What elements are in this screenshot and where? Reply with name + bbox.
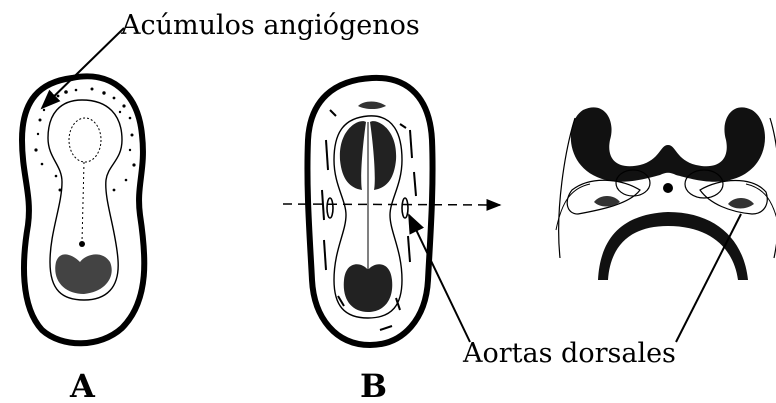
angiogenic-clusters-a bbox=[34, 88, 135, 192]
label-panel-b: B bbox=[360, 367, 387, 403]
embryo-b bbox=[307, 78, 432, 345]
section-plane-arrow bbox=[283, 204, 500, 205]
embryo-b-head-fill-right bbox=[370, 121, 396, 190]
cross-section-lateral-right bbox=[746, 184, 776, 232]
embryo-a-notochord bbox=[82, 162, 84, 242]
embryo-a bbox=[22, 76, 144, 343]
embryo-a-caudal-stipple bbox=[55, 254, 111, 294]
leader-acumulos bbox=[42, 28, 124, 108]
cross-section-dorsal-aorta-right bbox=[728, 198, 754, 209]
leader-aortas-b bbox=[409, 215, 470, 342]
cross-section-neural-fold bbox=[571, 107, 765, 181]
embryo-b-head-fill bbox=[340, 121, 366, 190]
embryo-a-head-region bbox=[69, 118, 101, 162]
label-acumulos-angiogenos: Acúmulos angiógenos bbox=[120, 10, 420, 41]
cross-section-notochord bbox=[663, 183, 673, 193]
embryo-a-outer-wall bbox=[22, 76, 144, 343]
embryo-b-dorsal-aorta-left bbox=[327, 198, 333, 218]
embryo-b-top-cluster bbox=[358, 102, 386, 110]
label-aortas-dorsales: Aortas dorsales bbox=[462, 338, 676, 369]
cross-section bbox=[556, 107, 776, 280]
label-panel-a: A bbox=[69, 367, 96, 403]
embryo-b-caudal-fill bbox=[344, 264, 393, 312]
embryo-a-pit bbox=[79, 241, 85, 247]
embryo-b-dorsal-aorta-right bbox=[402, 198, 408, 218]
